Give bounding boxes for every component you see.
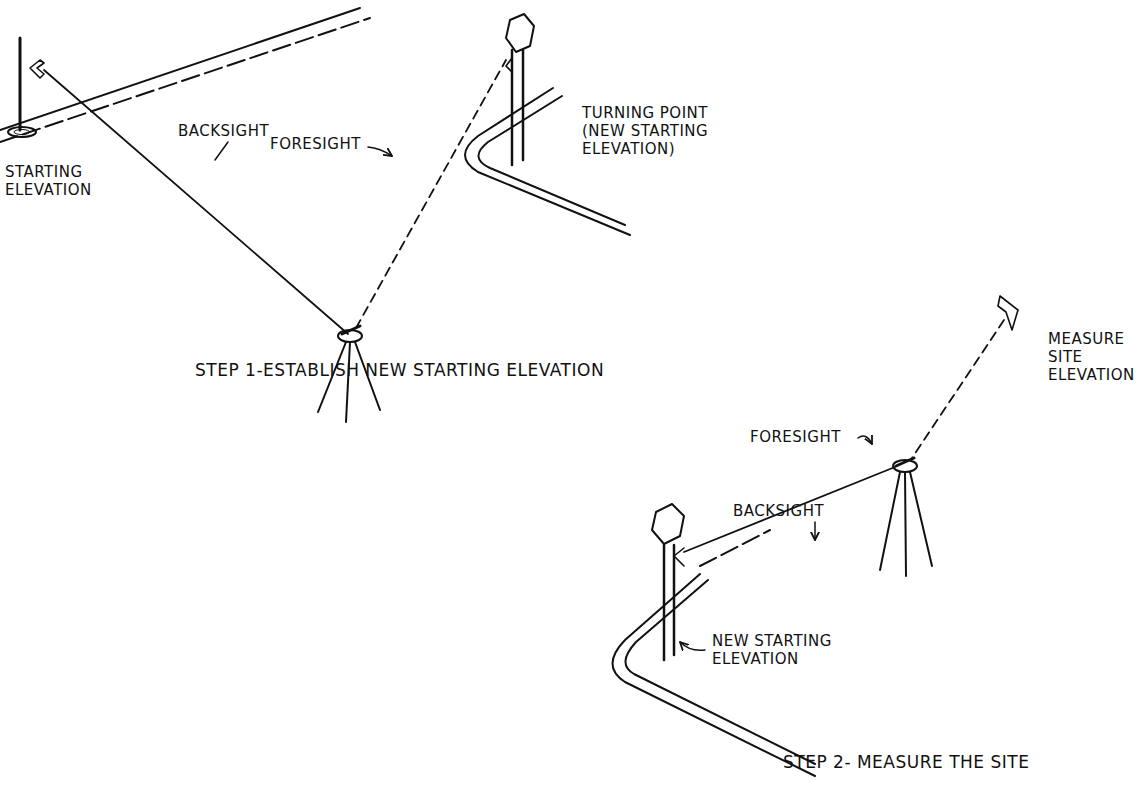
sight-label: FORESIGHT [750, 428, 841, 446]
leader-line [215, 142, 228, 160]
backsight-line [684, 467, 895, 552]
leader-arrow [858, 436, 872, 444]
step-caption: STEP 2- MEASURE THE SITE [783, 752, 1029, 772]
road-edge [0, 8, 370, 142]
backsight-line [44, 70, 348, 334]
sight-label: FORESIGHT [270, 135, 361, 153]
sight-label: BACKSIGHT [733, 502, 824, 520]
point-label: TURNING POINT (NEW STARTING ELEVATION) [582, 104, 722, 158]
level-rod [8, 38, 44, 137]
level-instrument [880, 458, 932, 576]
foresight-line [356, 60, 506, 328]
sight-label: BACKSIGHT [178, 122, 269, 140]
step-caption: STEP 1-ESTABLISH NEW STARTING ELEVATION [195, 360, 604, 380]
point-label: NEW STARTING ELEVATION [712, 632, 852, 668]
foresight-line [912, 320, 1004, 458]
point-label: MEASURE SITE ELEVATION [1048, 330, 1140, 384]
leader-arrow [814, 522, 816, 540]
leader-arrow [368, 147, 392, 156]
new-starting-rod [652, 504, 684, 660]
point-label: STARTING ELEVATION [5, 163, 105, 199]
turning-point-rod [506, 14, 534, 165]
leader-arrow [680, 642, 705, 650]
